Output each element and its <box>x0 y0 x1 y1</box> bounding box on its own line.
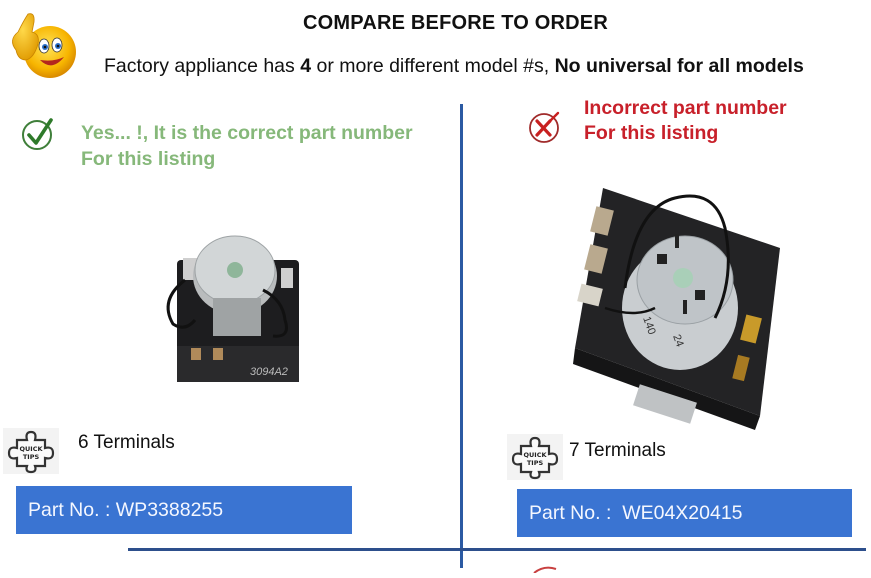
terminal-count-correct: 6 Terminals <box>78 432 175 453</box>
correct-line-2: For this listing <box>81 148 216 170</box>
subtitle-text-mid: or more different model #s, <box>311 55 555 77</box>
vertical-divider <box>460 104 463 568</box>
svg-text:QUICK: QUICK <box>523 451 547 459</box>
subtitle: Factory appliance has 4 or more differen… <box>104 55 804 78</box>
model-count: 4 <box>300 55 312 77</box>
incorrect-line-2: For this listing <box>584 122 719 144</box>
check-circle-icon <box>20 116 56 152</box>
correct-part-message: Yes... !, It is the correct part number … <box>81 120 413 172</box>
page-title: COMPARE BEFORE TO ORDER <box>303 12 608 34</box>
svg-text:TIPS: TIPS <box>23 453 40 461</box>
part-number-correct: Part No. : WP3388255 <box>16 486 352 534</box>
quick-tips-puzzle-icon: QUICK TIPS <box>3 428 59 474</box>
horizontal-divider <box>128 548 866 551</box>
subtitle-text: Factory appliance has <box>104 55 301 77</box>
svg-text:24: 24 <box>670 333 685 349</box>
terminal-count-incorrect: 7 Terminals <box>569 440 666 461</box>
svg-text:TIPS: TIPS <box>527 459 544 467</box>
incorrect-part-message: Incorrect part number For this listing <box>584 96 787 146</box>
thumbs-up-smiley-icon <box>4 10 78 80</box>
svg-text:3094A2: 3094A2 <box>250 366 288 378</box>
svg-text:140: 140 <box>640 315 658 336</box>
partial-icon-cutoff <box>530 560 560 574</box>
x-circle-icon <box>526 108 562 144</box>
product-image-incorrect: 140 24 <box>565 168 805 433</box>
svg-text:QUICK: QUICK <box>19 445 43 453</box>
part-number-incorrect: Part No. : WE04X20415 <box>517 489 852 537</box>
quick-tips-puzzle-icon: QUICK TIPS <box>507 434 563 480</box>
subtitle-emphasis: No universal for all models <box>554 55 804 77</box>
product-image-correct: 3094A2 <box>155 220 315 388</box>
incorrect-line-1: Incorrect part number <box>584 97 787 119</box>
correct-line-1: Yes... !, It is the correct part number <box>81 122 413 144</box>
